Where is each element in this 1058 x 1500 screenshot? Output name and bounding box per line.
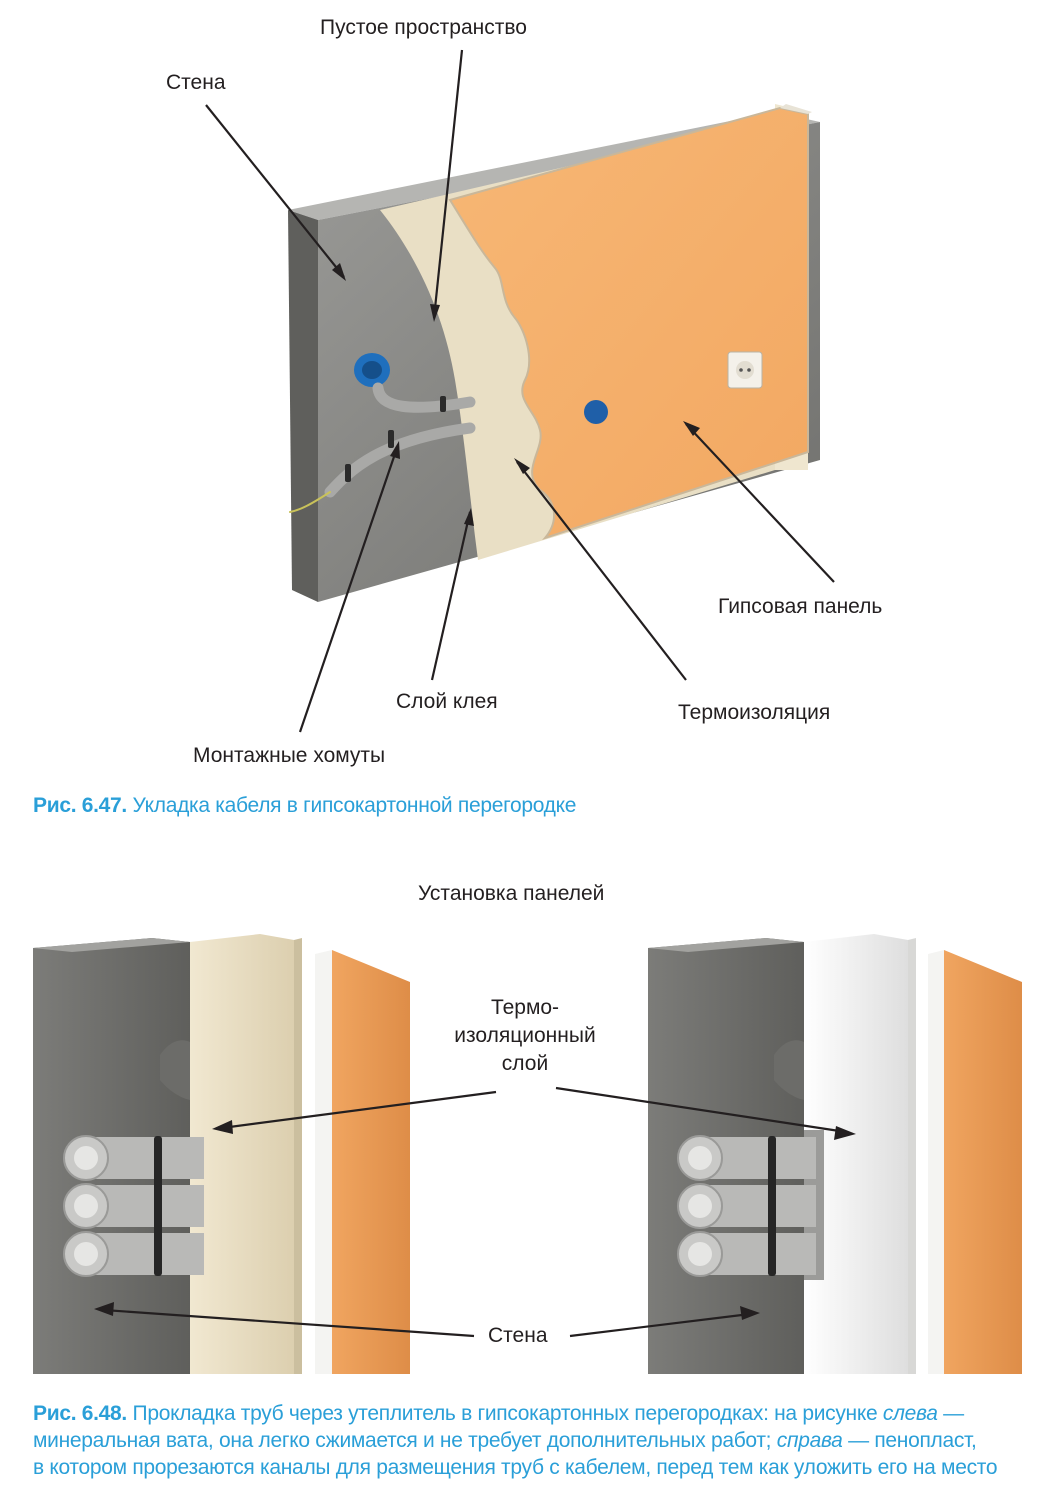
left-pipe-bundle — [63, 1135, 204, 1277]
label-insulation-layer: Термо- изоляционный слой — [440, 994, 610, 1078]
leader-lines — [205, 49, 835, 733]
caption2-line1-b: — — [943, 1402, 964, 1425]
label-insulation-line1: Термо- — [490, 996, 560, 1019]
caption2-line2-em: справа — [776, 1429, 843, 1452]
caption2-number: Рис. 6.48. — [33, 1402, 127, 1425]
junction-box-icon — [354, 353, 608, 424]
caption-figure-6-47: Рис. 6.47. Укладка кабеля в гипсокартонн… — [33, 792, 576, 819]
wall-cable-illustration — [205, 49, 835, 733]
label-insulation-line2: изоляционный — [454, 1024, 596, 1047]
caption2-line1-a: Прокладка труб через утеплитель в гипсок… — [132, 1402, 878, 1425]
leader-lines-fig2 — [103, 1086, 847, 1338]
label-glue-layer: Слой клея — [396, 690, 498, 713]
label-mounting-clamps: Монтажные хомуты — [193, 744, 386, 767]
right-pipe-bundle — [677, 1135, 816, 1277]
caption2-line2-a: минеральная вата, она легко сжимается и … — [33, 1429, 772, 1452]
figure-6-47: Пустое пространство Стена Гипсовая панел… — [166, 16, 883, 767]
arrowheads — [332, 263, 700, 526]
caption-figure-6-48: Рис. 6.48. Прокладка труб через утеплите… — [33, 1400, 998, 1481]
conduit-pipes — [289, 382, 476, 513]
label-wall-fig2: Стена — [484, 1324, 552, 1348]
gypsum-panel — [448, 104, 812, 541]
caption-number: Рис. 6.47. — [33, 794, 127, 817]
label-insulation-line3: слой — [501, 1052, 549, 1075]
pipes-through-insulation-illustration — [33, 934, 1022, 1374]
arrowheads-fig2 — [94, 1120, 856, 1320]
caption2-line3: в котором прорезаются каналы для размеще… — [33, 1456, 998, 1479]
label-thermal-insulation: Термоизоляция — [678, 701, 831, 724]
caption2-line1-em: слева — [882, 1402, 938, 1425]
figure-6-48-title: Установка панелей — [418, 882, 605, 905]
caption-text: Укладка кабеля в гипсокартонной перегоро… — [132, 794, 577, 817]
power-socket-icon — [727, 351, 763, 389]
label-wall: Стена — [166, 71, 226, 94]
label-gypsum-panel: Гипсовая панель — [718, 595, 883, 618]
caption2-line2-b: — пенопласт, — [848, 1429, 977, 1452]
mounting-clamp-icon — [345, 396, 446, 482]
label-empty-space: Пустое пространство — [320, 16, 527, 39]
figure-6-48: Термо- изоляционный слой Стена — [0, 930, 1058, 1380]
